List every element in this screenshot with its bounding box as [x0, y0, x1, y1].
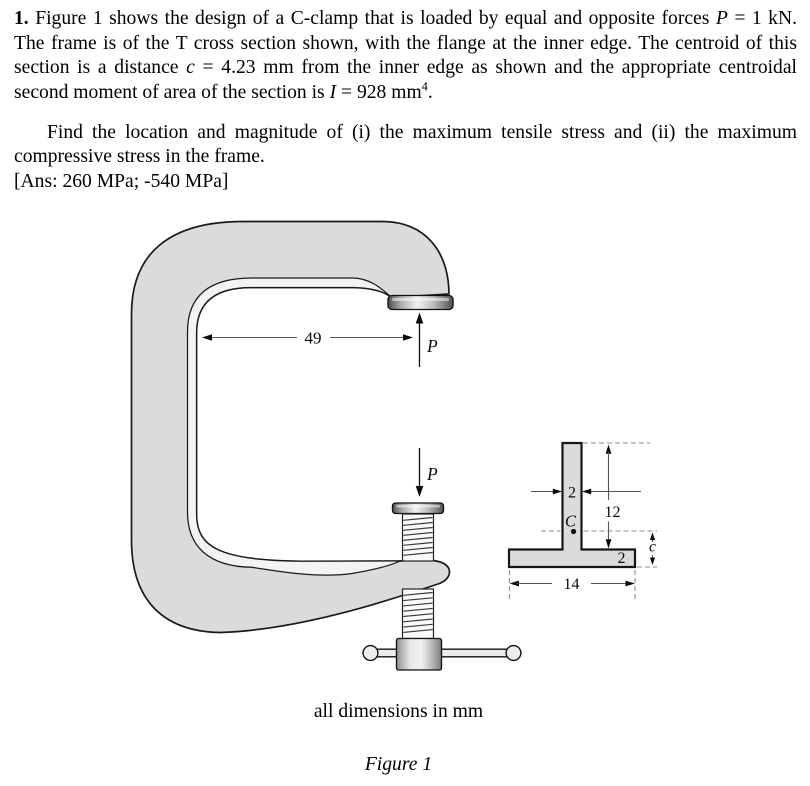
problem-answer: [Ans: 260 MPa; -540 MPa]	[14, 171, 229, 193]
centroid-label: C	[565, 512, 577, 531]
dimension-stem-width: 2	[531, 485, 641, 502]
dimension-stem-height: 12	[605, 444, 621, 549]
t-section-shape	[507, 441, 637, 569]
stem-width-label: 2	[568, 485, 576, 502]
dimension-flange-width: 14	[509, 576, 635, 593]
handle-ball-left	[362, 644, 379, 662]
arrow-down-icon	[415, 486, 424, 497]
problem-statement: 1. Figure 1 shows the design of a C-clam…	[14, 7, 797, 195]
problem-question: Find the location and magnitude of (i) t…	[14, 121, 797, 168]
stem-height-label: 12	[605, 504, 621, 521]
units-note: all dimensions in mm	[313, 701, 484, 722]
centroid-dot	[570, 528, 577, 535]
force-label-lower: P	[426, 464, 438, 484]
force-label-upper: P	[426, 336, 438, 356]
arrow-right-icon	[403, 334, 413, 341]
figure-caption: Figure 1	[364, 754, 433, 775]
centroid-distance-label: c	[649, 539, 656, 556]
screw-threads-lower	[401, 588, 435, 640]
dimension-centroid-distance: c	[649, 532, 656, 565]
handle-ball-right	[505, 644, 522, 662]
screw-collar	[395, 637, 443, 671]
anvil-pad	[387, 294, 454, 311]
dimension-49: 49	[202, 329, 413, 348]
t-cross-section: 2 12 C 2 c 14	[507, 441, 657, 600]
flange-thickness-label: 2	[618, 550, 626, 567]
force-arrow-down: P	[415, 448, 438, 497]
flange-width-label: 14	[564, 576, 580, 593]
centroid-marker: C	[565, 512, 577, 535]
force-arrow-up: P	[415, 312, 438, 367]
screw-threads-upper	[401, 513, 435, 562]
dimension-49-label: 49	[305, 329, 322, 348]
arrow-up-icon	[415, 312, 424, 324]
problem-paragraph: 1. Figure 1 shows the design of a C-clam…	[14, 8, 797, 104]
screw-swivel-pad	[391, 502, 445, 515]
arrow-left-icon	[202, 334, 212, 341]
inner-flange-band	[186, 277, 401, 576]
